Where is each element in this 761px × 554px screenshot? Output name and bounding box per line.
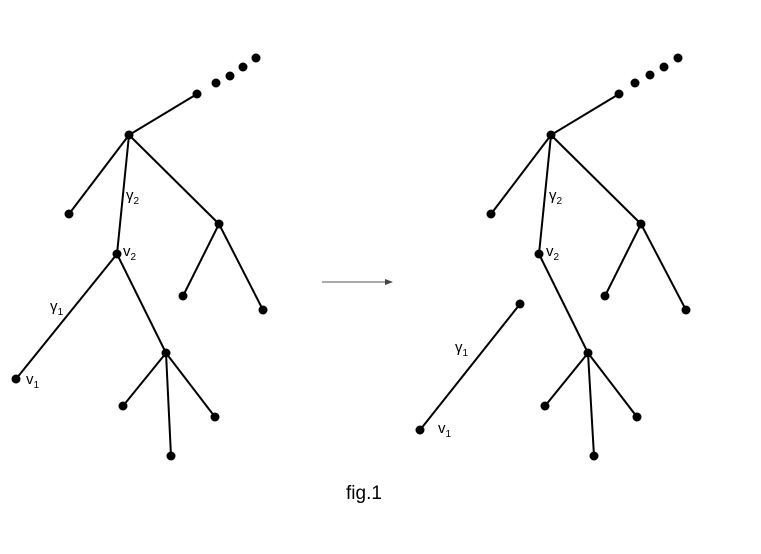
ellipsis-dot bbox=[630, 78, 640, 88]
tree-edge bbox=[544, 352, 589, 407]
tree-vertex bbox=[600, 291, 610, 301]
tree-edge bbox=[587, 352, 638, 418]
tree-edge bbox=[587, 352, 595, 457]
gamma2-label: γ2 bbox=[126, 187, 140, 207]
ellipsis-dot bbox=[251, 53, 261, 63]
v1-label: v1 bbox=[26, 371, 40, 391]
tree-vertex bbox=[486, 209, 496, 219]
tree-edge bbox=[68, 134, 130, 215]
tree-vertex bbox=[636, 219, 646, 229]
tree-edge bbox=[122, 352, 167, 407]
tree-edge bbox=[165, 352, 172, 457]
tree-vertex bbox=[166, 451, 176, 461]
gamma1-label: γ1 bbox=[455, 339, 469, 359]
figure-caption: fig.1 bbox=[346, 483, 382, 504]
tree-vertex bbox=[258, 305, 268, 315]
tree-edge bbox=[419, 303, 521, 431]
tree-vertex bbox=[11, 374, 21, 384]
ellipsis-dot bbox=[225, 71, 235, 81]
tree-vertex bbox=[210, 412, 220, 422]
tree-edge bbox=[640, 223, 687, 311]
v1-label: v1 bbox=[438, 420, 452, 440]
left-tree bbox=[11, 53, 268, 461]
tree-vertex bbox=[515, 299, 525, 309]
tree-edge bbox=[538, 253, 589, 354]
tree-vertex bbox=[64, 209, 74, 219]
tree-vertex bbox=[118, 401, 128, 411]
tree-edge bbox=[538, 134, 552, 255]
ellipsis-dot bbox=[211, 78, 221, 88]
tree-edge bbox=[604, 223, 642, 297]
tree-vertex bbox=[681, 305, 691, 315]
tree-vertex bbox=[124, 130, 134, 140]
tree-vertex bbox=[583, 348, 593, 358]
gamma1-label: γ1 bbox=[50, 298, 64, 318]
tree-edge bbox=[550, 134, 642, 225]
tree-edge bbox=[165, 352, 216, 418]
tree-vertex bbox=[534, 249, 544, 259]
tree-edge bbox=[490, 134, 552, 215]
tree-vertex bbox=[589, 451, 599, 461]
tree-vertex bbox=[214, 219, 224, 229]
tree-edge bbox=[116, 253, 167, 354]
tree-edge bbox=[128, 134, 220, 225]
tree-edge bbox=[116, 134, 130, 255]
tree-edge bbox=[15, 253, 118, 380]
tree-vertex bbox=[178, 291, 188, 301]
tree-edge bbox=[550, 93, 620, 136]
tree-vertex bbox=[161, 348, 171, 358]
tree-edge bbox=[218, 223, 264, 311]
tree-vertex bbox=[415, 425, 425, 435]
ellipsis-dot bbox=[659, 62, 669, 72]
ellipsis-dot bbox=[645, 70, 655, 80]
v2-label: v2 bbox=[123, 243, 137, 263]
tree-vertex bbox=[192, 89, 202, 99]
tree-vertex bbox=[112, 249, 122, 259]
tree-edge bbox=[182, 223, 220, 297]
tree-edge bbox=[128, 93, 198, 136]
gamma2-label: γ2 bbox=[549, 187, 563, 207]
v2-label: v2 bbox=[546, 243, 560, 263]
tree-vertex bbox=[540, 401, 550, 411]
ellipsis-dot bbox=[673, 53, 683, 63]
right-tree bbox=[415, 53, 691, 461]
ellipsis-dot bbox=[238, 62, 248, 72]
tree-vertex bbox=[632, 412, 642, 422]
tree-vertex bbox=[614, 89, 624, 99]
tree-vertex bbox=[546, 130, 556, 140]
